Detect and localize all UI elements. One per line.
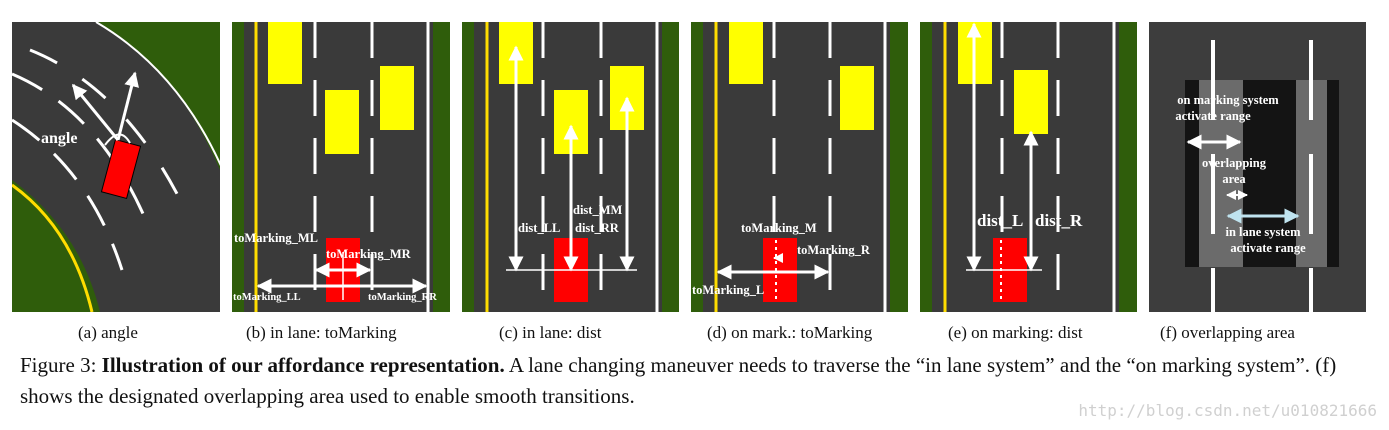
overlapping-label-2: area [1222,172,1246,186]
in-lane-label-1: in lane system [1226,225,1302,239]
tomarking-rr-label: toMarking_RR [368,292,437,303]
ego-car [763,238,797,302]
dist-mm-label: dist_MM [573,203,623,217]
panel-tomarking-in-lane: toMarking_ML toMarking_MR toMarking_LL t… [232,22,450,312]
figure-caption: Figure 3: Illustration of our affordance… [20,350,1370,412]
tomarking-ml-label: toMarking_ML [234,231,318,245]
caption-b: (b) in lane: toMarking [246,323,397,342]
caption-c: (c) in lane: dist [499,323,602,342]
dist-ll-label: dist_LL [518,221,560,235]
figure-label: Figure 3: [20,353,97,377]
other-car [840,66,874,130]
panel-angle: angle [12,22,220,312]
caption-f: (f) overlapping area [1160,323,1295,342]
caption-a: (a) angle [78,323,138,342]
other-car [1014,70,1048,134]
other-car [380,66,414,130]
on-marking-label-2: activate range [1175,109,1251,123]
panel-tomarking-on-marking: toMarking_M toMarking_R toMarking_L [691,22,908,312]
other-car [268,22,302,84]
angle-label: angle [41,130,77,147]
tomarking-r-label: toMarking_R [797,243,871,257]
caption-d: (d) on mark.: toMarking [707,323,873,342]
ego-car [100,138,142,200]
tomarking-ll-label: toMarking_LL [233,292,301,303]
panel-dist-on-marking: dist_L dist_R [920,22,1137,312]
dist-r-label: dist_R [1035,211,1083,230]
tomarking-m-label: toMarking_M [741,221,817,235]
in-lane-label-2: activate range [1230,241,1306,255]
caption-e: (e) on marking: dist [948,323,1083,342]
panel-overlapping-area: on marking system activate range overlap… [1149,22,1366,312]
dist-l-label: dist_L [977,211,1023,230]
other-car [325,90,359,154]
tomarking-mr-label: toMarking_MR [326,247,412,261]
tomarking-l-label: toMarking_L [692,283,764,297]
figure-title: Illustration of our affordance represent… [101,353,505,377]
panel-dist-in-lane: dist_MM dist_LL dist_RR [462,22,679,312]
overlapping-label-1: overlapping [1202,156,1267,170]
other-car [729,22,763,84]
on-marking-label-1: on marking system [1177,93,1279,107]
dist-rr-label: dist_RR [575,221,620,235]
figure-text: A lane changing maneuver needs to traver… [20,353,1337,408]
watermark: http://blog.csdn.net/u010821666 [1078,401,1377,420]
